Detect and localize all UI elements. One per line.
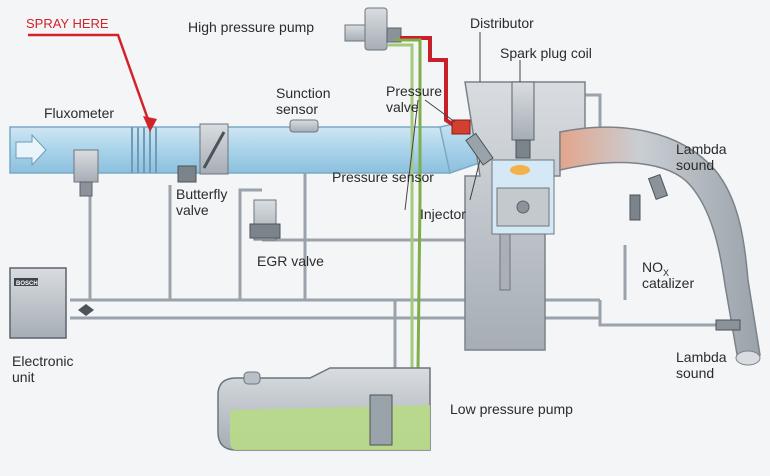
sunction-sensor-label-line1: Sunction [276,85,330,101]
spark-plug-coil-label: Spark plug coil [500,45,592,61]
leader-lines [404,32,521,211]
ecu-brand-text: BOSCH [16,281,38,287]
supply-line [388,43,414,370]
injector [465,132,494,166]
fluxometer-label: Fluxometer [44,105,114,121]
fluxometer-sensor [73,149,99,197]
spray-here-label: SPRAY HERE [26,16,109,31]
pressure-sensor-label: Pressure sensor [332,169,434,185]
pressure-valve [451,119,471,135]
distributor-label: Distributor [470,15,534,31]
nox-label: NOX [642,259,669,278]
injector-label: Injector [420,206,466,222]
suction-sensor [289,119,319,133]
electronic-unit-label-line2: unit [12,369,35,385]
lambda-sound-top-label-line2: sound [676,157,714,173]
return-line [395,38,422,371]
high-pressure-pump-label: High pressure pump [188,19,314,35]
spray-here-annotation [28,33,157,132]
butterfly-valve-label-line2: valve [176,202,209,218]
nox-catalizer-sensor [629,194,641,221]
combustion-spark [510,165,530,175]
lambda-sound-bottom-label-line2: sound [676,365,714,381]
lambda-sound-bottom-label-line1: Lambda [676,349,727,365]
lambda-sensor-bottom [715,319,741,331]
fuel-cap [243,371,261,385]
electronic-unit: BOSCH [9,267,94,339]
pressure-valve-label-line1: Pressure [386,83,442,99]
fuel-tank [217,367,431,451]
butterfly-valve-label-line1: Butterfly [176,186,227,202]
low-pressure-pump-label: Low pressure pump [450,401,573,417]
spark-plug-coil [511,81,535,159]
lambda-sound-top-label-line1: Lambda [676,141,727,157]
arrow-head-icon [143,116,157,132]
lambda-sensor-top [647,173,669,201]
butterfly-valve [177,123,229,183]
fuel-lines [388,36,460,371]
nox-main-text: NO [642,259,663,275]
high-pressure-line [400,36,460,130]
electronic-unit-label-line1: Electronic [12,353,73,369]
egr-valve-label: EGR valve [257,253,324,269]
pressure-valve-label-line2: valve [386,99,419,115]
intake-duct [9,117,489,174]
nox-sub-text: X [663,268,669,278]
fuel-level [230,405,430,450]
bellows [131,127,157,173]
low-pressure-pump-body [369,394,393,446]
air-inlet-arrow-icon [15,133,47,167]
catalizer-label: catalizer [642,275,694,291]
egr-valve [249,199,281,241]
engine-block [464,81,586,351]
exhaust-pipe [559,126,761,366]
sunction-sensor-label-line2: sensor [276,101,318,117]
